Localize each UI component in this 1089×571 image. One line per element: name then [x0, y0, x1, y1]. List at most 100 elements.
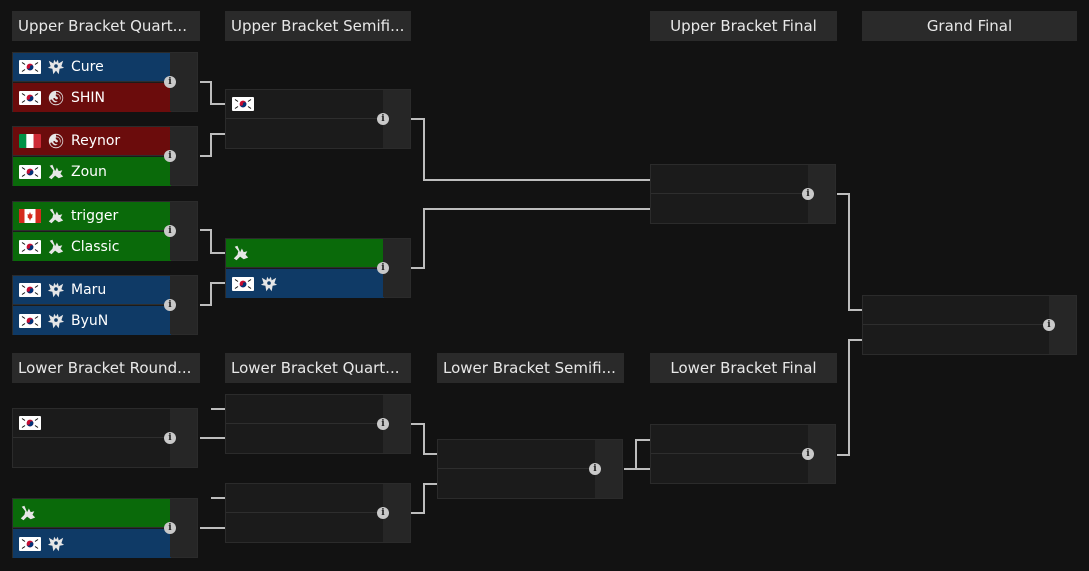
- match-info-panel: i: [164, 276, 197, 334]
- protoss-race-icon: [47, 207, 65, 225]
- match-info-panel: i: [377, 484, 410, 542]
- player-name[interactable]: Reynor: [71, 133, 121, 149]
- flag-kr-icon: [232, 276, 254, 291]
- round-header: Lower Bracket Final: [650, 353, 837, 383]
- info-icon[interactable]: i: [377, 418, 389, 430]
- info-icon[interactable]: i: [589, 463, 601, 475]
- match-info-panel: i: [164, 53, 197, 111]
- player-name[interactable]: trigger: [71, 208, 119, 224]
- match-card-lbr2: i: [12, 498, 198, 558]
- round-header: Grand Final: [862, 11, 1077, 41]
- match-info-panel: i: [377, 90, 410, 148]
- zerg-race-icon: [47, 89, 65, 107]
- protoss-race-icon: [47, 238, 65, 256]
- info-icon[interactable]: i: [377, 113, 389, 125]
- flag-kr-icon: [232, 97, 254, 111]
- protoss-race-icon: [47, 163, 65, 181]
- match-info-panel: i: [377, 395, 410, 453]
- terran-race-icon: [260, 275, 278, 293]
- match-card-ubsf1: i: [225, 89, 411, 149]
- player-slot[interactable]: [226, 425, 384, 454]
- player-name[interactable]: Classic: [71, 238, 120, 255]
- player-slot[interactable]: ByuN: [13, 306, 171, 335]
- match-info-panel: i: [377, 239, 410, 297]
- player-slot[interactable]: SHIN: [13, 83, 171, 112]
- match-card-lbf: i: [650, 424, 836, 484]
- flag-it-icon: [19, 134, 41, 148]
- match-card-ubf: i: [650, 164, 836, 224]
- info-icon[interactable]: i: [164, 76, 176, 88]
- player-slot[interactable]: [863, 296, 1050, 325]
- player-slot[interactable]: [863, 326, 1050, 355]
- player-slot[interactable]: [13, 499, 171, 528]
- match-card-gf: i: [862, 295, 1077, 355]
- match-card-ubsf2: i: [225, 238, 411, 298]
- flag-kr-icon: [19, 313, 41, 328]
- match-info-panel: i: [802, 165, 835, 223]
- player-slot[interactable]: [226, 90, 384, 119]
- info-icon[interactable]: i: [164, 432, 176, 444]
- player-slot[interactable]: [651, 455, 809, 484]
- player-slot[interactable]: [226, 484, 384, 513]
- match-card-lbsf: i: [437, 439, 623, 499]
- player-slot[interactable]: [226, 395, 384, 424]
- flag-kr-icon: [19, 90, 41, 105]
- terran-race-icon: [47, 312, 65, 330]
- round-header: Lower Bracket Round...: [12, 353, 200, 383]
- protoss-race-icon: [19, 504, 37, 522]
- match-card-lbqf2: i: [225, 483, 411, 543]
- info-icon[interactable]: i: [802, 448, 814, 460]
- info-icon[interactable]: i: [164, 299, 176, 311]
- info-icon[interactable]: i: [377, 262, 389, 274]
- flag-kr-icon: [19, 60, 41, 74]
- player-slot[interactable]: [226, 269, 384, 298]
- player-slot[interactable]: Cure: [13, 53, 171, 82]
- player-name[interactable]: Maru: [71, 282, 107, 298]
- player-slot[interactable]: Zoun: [13, 157, 171, 186]
- round-header: Upper Bracket Quart...: [12, 11, 200, 41]
- player-slot[interactable]: [226, 514, 384, 543]
- flag-kr-icon: [19, 283, 41, 297]
- round-header: Upper Bracket Semifi...: [225, 11, 411, 41]
- match-info-panel: i: [164, 127, 197, 185]
- player-slot[interactable]: [13, 409, 171, 438]
- player-slot[interactable]: Maru: [13, 276, 171, 305]
- player-slot[interactable]: [651, 195, 809, 224]
- info-icon[interactable]: i: [164, 225, 176, 237]
- player-slot[interactable]: [438, 440, 596, 469]
- player-slot[interactable]: trigger: [13, 202, 171, 231]
- info-icon[interactable]: i: [377, 507, 389, 519]
- info-icon[interactable]: i: [802, 188, 814, 200]
- player-slot[interactable]: [13, 439, 171, 468]
- match-info-panel: i: [164, 499, 197, 557]
- zerg-race-icon: [47, 132, 65, 150]
- match-info-panel: i: [589, 440, 622, 498]
- player-slot[interactable]: [226, 239, 384, 268]
- player-name[interactable]: Cure: [71, 59, 104, 75]
- round-header: Upper Bracket Final: [650, 11, 837, 41]
- player-slot[interactable]: Reynor: [13, 127, 171, 156]
- info-icon[interactable]: i: [164, 150, 176, 162]
- round-header: Lower Bracket Semifi...: [437, 353, 624, 383]
- player-slot[interactable]: [13, 529, 171, 558]
- flag-ca-icon: [19, 209, 41, 223]
- player-name[interactable]: SHIN: [71, 89, 106, 106]
- match-info-panel: i: [1043, 296, 1076, 354]
- info-icon[interactable]: i: [1043, 319, 1055, 331]
- player-slot[interactable]: [226, 120, 384, 149]
- player-slot[interactable]: [651, 165, 809, 194]
- info-icon[interactable]: i: [164, 522, 176, 534]
- flag-kr-icon: [19, 536, 41, 551]
- player-slot[interactable]: [651, 425, 809, 454]
- player-slot[interactable]: [438, 470, 596, 499]
- match-card-lbqf1: i: [225, 394, 411, 454]
- player-name[interactable]: ByuN: [71, 312, 109, 329]
- player-slot[interactable]: Classic: [13, 232, 171, 261]
- player-name[interactable]: Zoun: [71, 163, 107, 180]
- round-header: Lower Bracket Quart...: [225, 353, 411, 383]
- flag-kr-icon: [19, 164, 41, 179]
- flag-kr-icon: [19, 239, 41, 254]
